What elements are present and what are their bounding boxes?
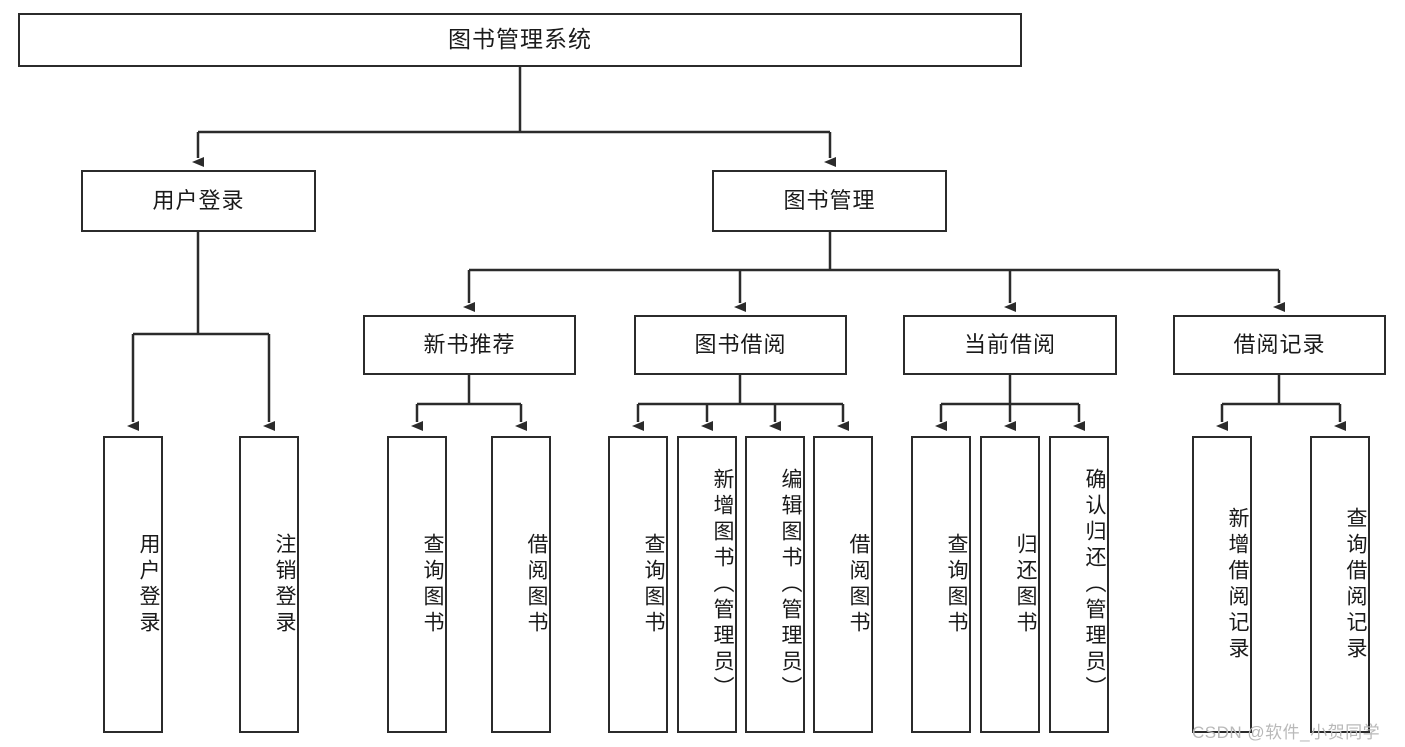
leaf-book-borrow-add-book-admin[interactable]: 新增图书（管理员）	[677, 436, 737, 733]
node-user-login[interactable]: 用户登录	[81, 170, 316, 232]
leaf-new-book-query-book[interactable]: 查询图书	[387, 436, 447, 733]
node-label: 图书管理系统	[448, 26, 592, 53]
node-label: 图书管理	[783, 187, 876, 213]
leaf-record-query-borrow-record[interactable]: 查询借阅记录	[1310, 436, 1370, 733]
node-label: 借阅图书	[525, 532, 548, 637]
leaf-record-add-borrow-record[interactable]: 新增借阅记录	[1192, 436, 1252, 733]
node-label: 归还图书	[1014, 532, 1037, 637]
leaf-current-borrow-return-book[interactable]: 归还图书	[980, 436, 1040, 733]
node-label: 图书借阅	[694, 331, 787, 357]
leaf-book-borrow-borrow-book[interactable]: 借阅图书	[813, 436, 873, 733]
leaf-new-book-borrow-book[interactable]: 借阅图书	[491, 436, 551, 733]
node-label: 编辑图书（管理员）	[779, 467, 802, 702]
node-label: 查询借阅记录	[1344, 506, 1367, 663]
leaf-user-login-login[interactable]: 用户登录	[103, 436, 163, 733]
node-label: 当前借阅	[963, 331, 1056, 357]
node-label: 用户登录	[137, 532, 160, 637]
node-label: 查询图书	[642, 532, 665, 637]
watermark-credit: CSDN @软件_小贺同学	[1192, 723, 1381, 742]
node-label: 新书推荐	[423, 331, 516, 357]
node-new-book-recommendation[interactable]: 新书推荐	[363, 315, 576, 375]
node-label: 新增借阅记录	[1226, 506, 1249, 663]
node-book-borrowing[interactable]: 图书借阅	[634, 315, 847, 375]
node-label: 确认归还（管理员）	[1083, 467, 1106, 702]
node-label: 查询图书	[945, 532, 968, 637]
node-label: 用户登录	[152, 187, 245, 213]
node-root-book-management-system[interactable]: 图书管理系统	[18, 13, 1022, 67]
node-label: 新增图书（管理员）	[711, 467, 734, 702]
node-label: 借阅记录	[1233, 331, 1326, 357]
node-label: 借阅图书	[847, 532, 870, 637]
leaf-book-borrow-query-book[interactable]: 查询图书	[608, 436, 668, 733]
leaf-current-borrow-query-book[interactable]: 查询图书	[911, 436, 971, 733]
node-book-management[interactable]: 图书管理	[712, 170, 947, 232]
node-label: 注销登录	[273, 532, 296, 637]
node-label: 查询图书	[421, 532, 444, 637]
leaf-user-login-logout[interactable]: 注销登录	[239, 436, 299, 733]
node-current-borrowing[interactable]: 当前借阅	[903, 315, 1117, 375]
leaf-current-borrow-confirm-return-admin[interactable]: 确认归还（管理员）	[1049, 436, 1109, 733]
leaf-book-borrow-edit-book-admin[interactable]: 编辑图书（管理员）	[745, 436, 805, 733]
node-borrowing-records[interactable]: 借阅记录	[1173, 315, 1386, 375]
